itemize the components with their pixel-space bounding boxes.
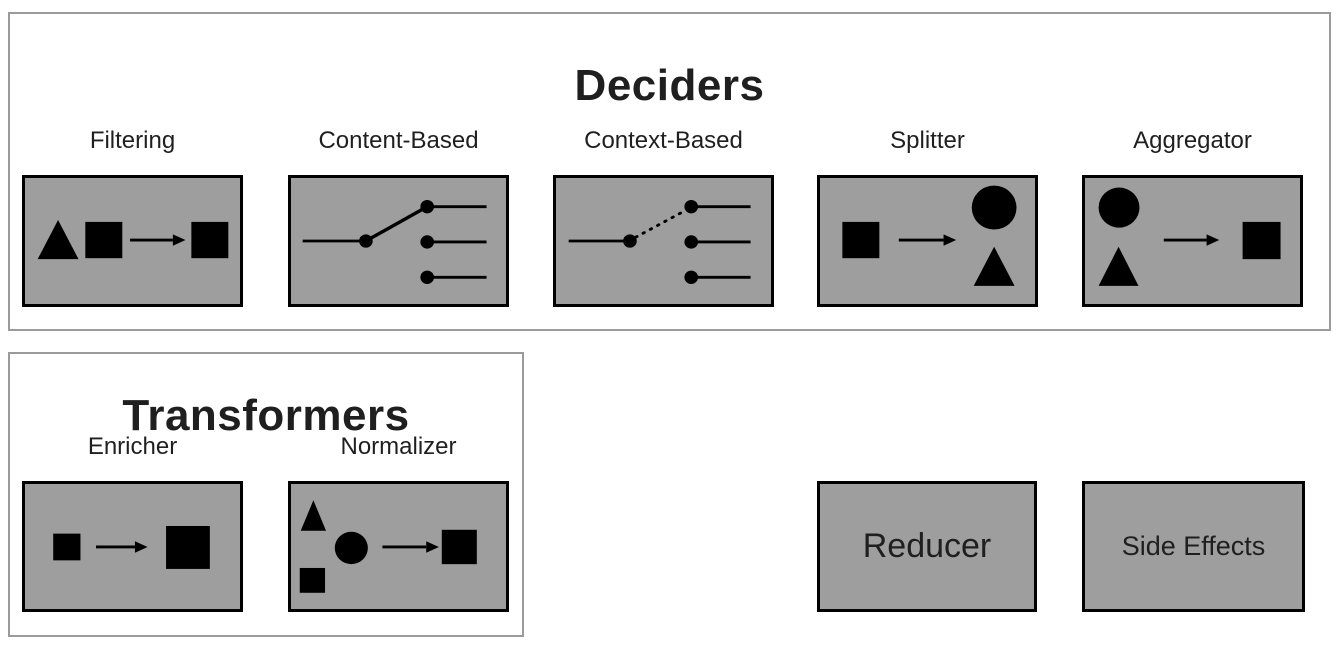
square-icon xyxy=(1242,221,1281,260)
decider-filtering: Filtering xyxy=(22,126,243,307)
output-dot xyxy=(684,235,699,249)
decider-context-based: Context-Based xyxy=(553,126,774,307)
square-arrow-circle-triangle-icon xyxy=(842,185,1017,286)
context-based-label: Context-Based xyxy=(584,127,743,154)
content-based-box xyxy=(288,175,509,307)
circle-icon xyxy=(971,185,1017,230)
triangle-icon xyxy=(300,500,327,531)
switch-solid-icon xyxy=(302,199,487,284)
circle-icon xyxy=(334,531,368,565)
side-effects-box: Side Effects xyxy=(1082,481,1305,612)
normalizer-box xyxy=(288,481,509,612)
deciders-section: Deciders Filtering Content-Based xyxy=(8,12,1331,331)
normalizer-label: Normalizer xyxy=(340,433,457,460)
switch-arm xyxy=(365,205,429,243)
switch-dotted-icon xyxy=(568,199,751,284)
reducer-label: Reducer xyxy=(862,527,992,565)
switch-arm-dotted xyxy=(634,209,687,239)
aggregator-box xyxy=(1082,175,1303,307)
square-icon xyxy=(842,221,880,259)
filtering-label: Filtering xyxy=(89,127,176,154)
aggregator-label: Aggregator xyxy=(1133,127,1252,154)
deciders-title: Deciders xyxy=(574,61,765,111)
switch-pivot-dot xyxy=(359,234,373,248)
enricher-label: Enricher xyxy=(87,433,178,460)
square-icon xyxy=(441,529,477,565)
arrowhead-icon xyxy=(172,234,186,246)
transformers-title: Transformers xyxy=(122,391,410,441)
decider-splitter: Splitter xyxy=(817,126,1038,307)
large-square-icon xyxy=(166,525,210,569)
square-icon xyxy=(191,221,229,259)
triangle-icon xyxy=(1098,246,1139,286)
splitter-label: Splitter xyxy=(890,127,965,154)
square-icon xyxy=(299,567,326,593)
splitter-box xyxy=(817,175,1038,307)
arrowhead-icon xyxy=(943,234,957,246)
arrowhead-icon xyxy=(426,541,439,553)
reducer-box: Reducer xyxy=(817,481,1037,612)
small-square-arrow-large-square-icon xyxy=(53,525,210,569)
triangle-circle-square-arrow-square-icon xyxy=(299,500,477,593)
enricher-box xyxy=(22,481,243,612)
arrowhead-icon xyxy=(1206,234,1220,246)
output-dot xyxy=(684,199,699,214)
transformers-section: Transformers Enricher Normalizer xyxy=(8,352,524,637)
output-dot xyxy=(684,270,699,284)
circle-triangle-arrow-square-icon xyxy=(1098,187,1281,286)
switch-pivot-dot xyxy=(623,234,637,248)
triangle-icon xyxy=(37,220,79,260)
square-icon xyxy=(85,221,123,259)
transformer-enricher: Enricher xyxy=(22,432,243,612)
arrowhead-icon xyxy=(134,541,148,553)
circle-icon xyxy=(1098,187,1140,228)
transformer-normalizer: Normalizer xyxy=(288,432,509,612)
small-square-icon xyxy=(53,533,81,561)
content-based-label: Content-Based xyxy=(318,127,479,154)
context-based-box xyxy=(553,175,774,307)
triangle-icon xyxy=(973,246,1015,286)
decider-aggregator: Aggregator xyxy=(1082,126,1303,307)
filtering-box xyxy=(22,175,243,307)
decider-content-based: Content-Based xyxy=(288,126,509,307)
triangle-square-arrow-square-icon xyxy=(37,220,229,260)
side-effects-label: Side Effects xyxy=(1121,531,1266,561)
